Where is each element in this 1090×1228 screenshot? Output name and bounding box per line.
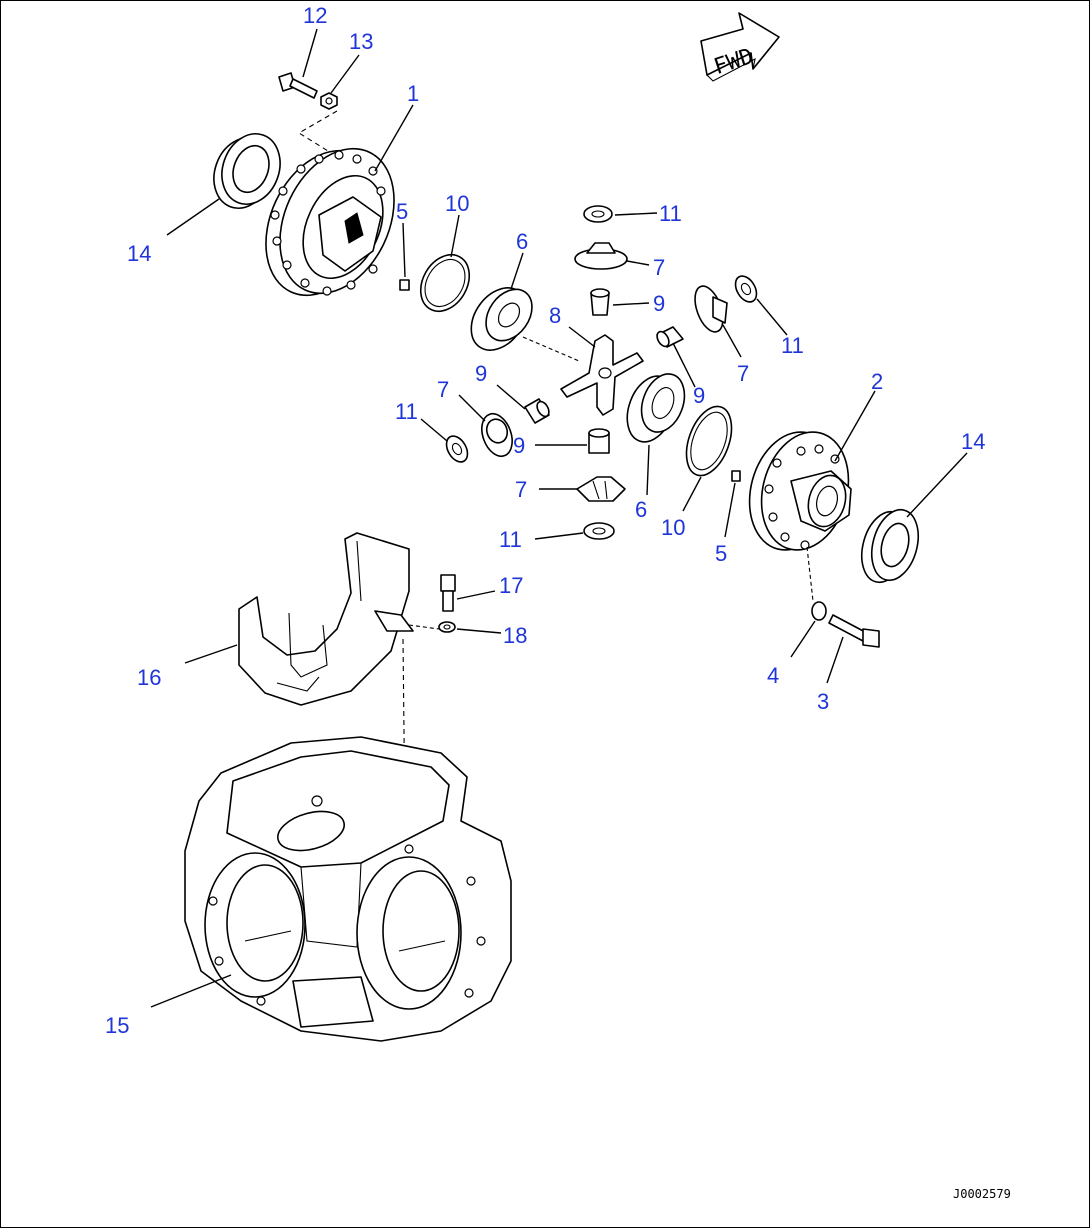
- axle-housing-15: [184, 736, 512, 1042]
- fwd-arrow-icon: FWD: [700, 12, 780, 82]
- callout-6: 6: [516, 229, 528, 254]
- pinion-gear-7-left: [481, 412, 513, 458]
- callout-11: 11: [781, 333, 804, 358]
- callout-17: 17: [499, 573, 523, 598]
- callout-11: 11: [499, 527, 522, 552]
- bushing-9-right: [656, 326, 684, 348]
- washer-11-upper-right: [734, 275, 758, 303]
- cover-16: [238, 532, 414, 706]
- washer-11-bottom: [583, 522, 615, 540]
- callout-10: 10: [445, 191, 469, 216]
- bearing-14-right: [860, 508, 920, 584]
- callout-11: 11: [395, 399, 418, 424]
- pinion-gear-7-top: [574, 242, 628, 270]
- callout-16: 16: [137, 665, 161, 690]
- callout-12: 12: [303, 3, 327, 28]
- bolt-17: [440, 574, 456, 612]
- callout-7: 7: [737, 361, 749, 386]
- callout-4: 4: [767, 663, 779, 688]
- bolt-3: [828, 614, 880, 648]
- callout-8: 8: [549, 303, 561, 328]
- callout-7: 7: [653, 255, 665, 280]
- callout-1: 1: [407, 81, 419, 106]
- bearing-14-left: [213, 133, 281, 209]
- nut-13: [320, 92, 338, 110]
- leader-lines: [150, 28, 968, 1008]
- thrust-washer-10-left: [419, 253, 471, 313]
- side-gear-6-lower: [626, 373, 686, 443]
- callout-9: 9: [653, 291, 665, 316]
- pinion-gear-7-bottom: [576, 476, 626, 502]
- bushing-9-top: [590, 288, 610, 316]
- callout-6: 6: [635, 497, 647, 522]
- bushing-9-left: [524, 398, 550, 424]
- drawing-number: J0002579: [953, 1187, 1011, 1201]
- callout-11: 11: [659, 201, 682, 226]
- callout-10: 10: [661, 515, 685, 540]
- diff-case-2: [748, 431, 852, 551]
- callout-14: 14: [961, 429, 985, 454]
- washer-11-top: [583, 205, 613, 223]
- callout-18: 18: [503, 623, 527, 648]
- spider-8: [560, 334, 644, 416]
- callout-9: 9: [475, 361, 487, 386]
- callout-15: 15: [105, 1013, 129, 1038]
- diff-case-1: [265, 147, 395, 297]
- bolt-12: [278, 72, 318, 99]
- callout-7: 7: [437, 377, 449, 402]
- callout-7: 7: [515, 477, 527, 502]
- callout-3: 3: [817, 689, 829, 714]
- assembly-dashed-line: [806, 546, 814, 602]
- callout-9: 9: [693, 383, 705, 408]
- pinion-gear-7-right: [694, 285, 728, 333]
- side-gear-6-upper: [470, 287, 533, 351]
- callout-5: 5: [396, 199, 408, 224]
- pin-5-right: [731, 470, 741, 482]
- assembly-dashed-line: [297, 110, 342, 160]
- callout-13: 13: [349, 29, 373, 54]
- pin-5-left: [399, 279, 410, 291]
- assembly-dashed-line: [522, 336, 580, 362]
- washer-11-left: [445, 435, 469, 463]
- bushing-9-bottom: [588, 428, 610, 454]
- assembly-dashed-line: [408, 624, 440, 630]
- washer-4: [811, 601, 827, 621]
- callout-9: 9: [513, 433, 525, 458]
- callout-14: 14: [127, 241, 151, 266]
- callout-5: 5: [715, 541, 727, 566]
- thrust-washer-10-right: [685, 405, 733, 477]
- callout-2: 2: [871, 369, 883, 394]
- callout-labels: 12 13 1 14 5 10 6 11 7 9 8 11 7 9 11 7 9…: [105, 3, 985, 1038]
- washer-18: [438, 621, 456, 633]
